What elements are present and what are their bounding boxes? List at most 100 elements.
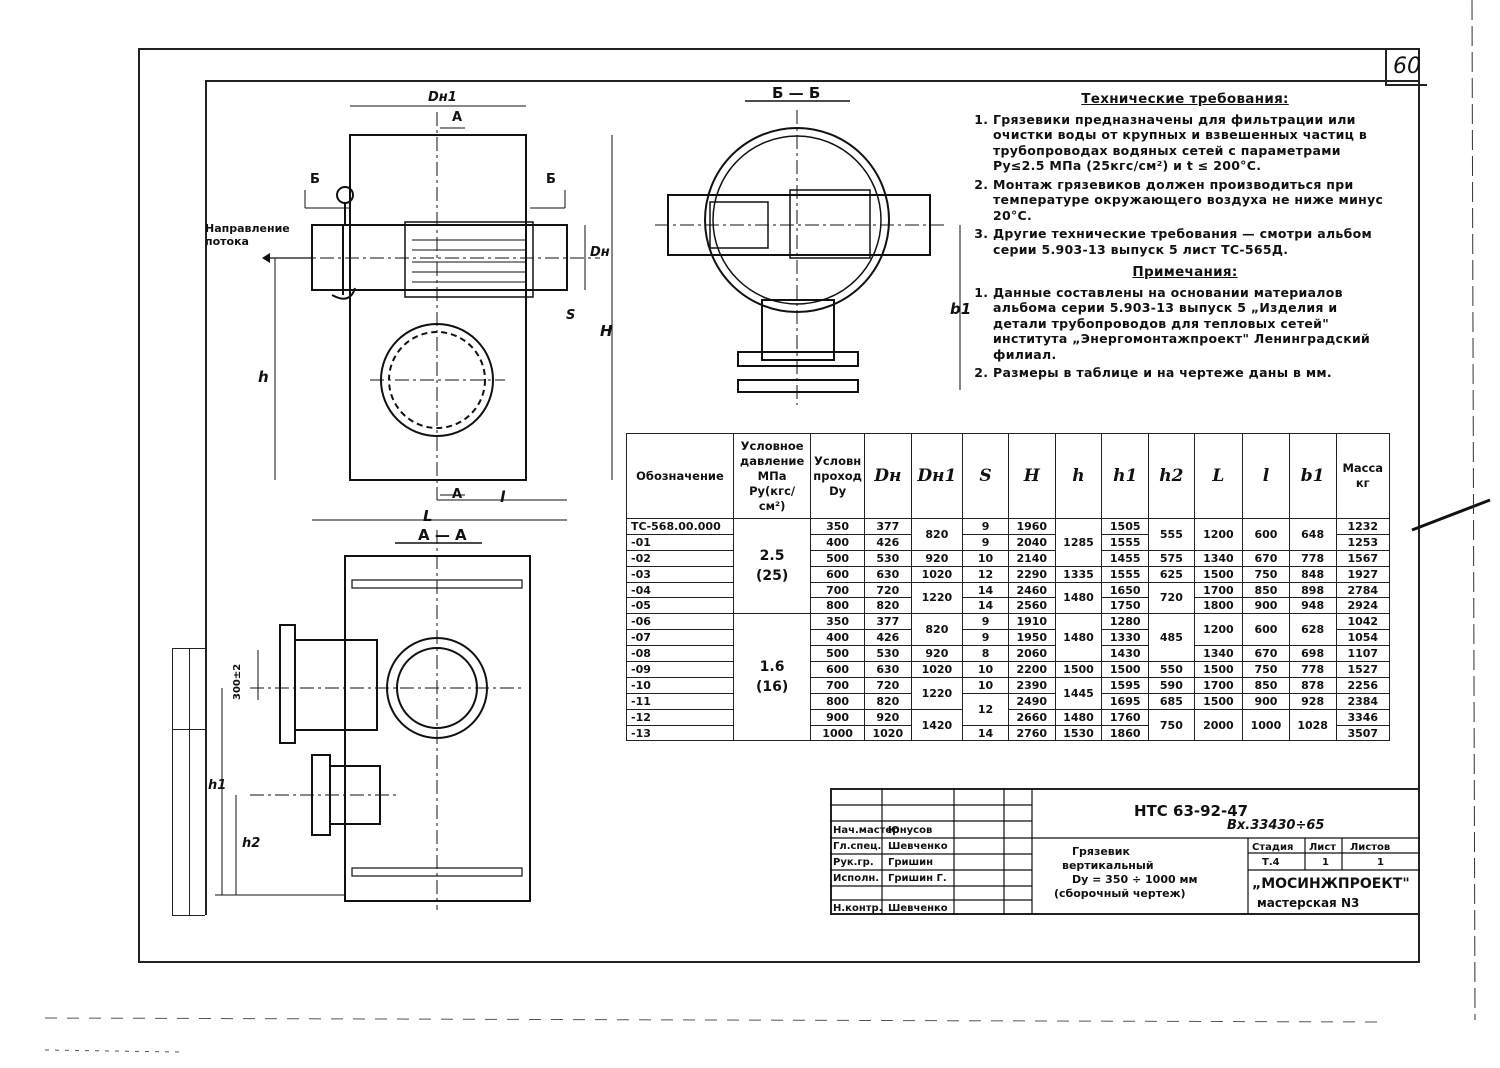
h2-cell: 575: [1148, 549, 1195, 567]
mass-cell: 2784: [1335, 581, 1390, 599]
role-cell: Гл.спец.: [833, 841, 882, 852]
dn1-cell: 820: [910, 613, 964, 647]
h2-cell: 685: [1148, 692, 1195, 710]
dn1-cell: 1020: [910, 661, 964, 678]
h1-cell: 1760: [1101, 708, 1150, 726]
b1-cell: 1028: [1288, 708, 1337, 742]
L-cell: 1340: [1193, 549, 1244, 567]
note-item: Размеры в таблице и на чертеже даны в мм…: [993, 365, 1395, 381]
b1-cell: 848: [1288, 565, 1337, 583]
label-h-cap: H: [600, 322, 613, 340]
title-line: вертикальный: [1062, 859, 1154, 872]
dy-cell: 700: [810, 676, 865, 694]
organization: „МОСИНЖПРОЕКТ": [1252, 876, 1410, 892]
mass-cell: 1107: [1335, 645, 1390, 663]
h2-cell: 720: [1148, 581, 1195, 615]
h2-cell: 625: [1148, 565, 1195, 583]
L-cell: 1200: [1193, 518, 1244, 551]
view-bb-title: Б — Б: [772, 84, 821, 102]
designation-cell: -10: [626, 676, 734, 694]
pressure-mpa: 1.6: [759, 659, 785, 676]
stage-header: Стадия: [1252, 842, 1294, 853]
dn-cell: 820: [863, 597, 912, 615]
mass-cell: 1527: [1335, 661, 1390, 678]
dy-cell: 800: [810, 692, 865, 710]
dn-cell: 426: [863, 629, 912, 647]
mass-cell: 1232: [1335, 518, 1390, 535]
h1-cell: 1500: [1101, 661, 1150, 678]
designation-cell: -08: [626, 645, 734, 663]
col-header-h2: h2: [1148, 433, 1195, 519]
requirement-item: Другие технические требования — смотри а…: [993, 226, 1395, 257]
b1-cell: 698: [1288, 645, 1337, 663]
dn-cell: 426: [863, 533, 912, 551]
label-s: S: [566, 308, 576, 323]
col-header-b1: b1: [1288, 433, 1337, 519]
dn1-cell: 920: [910, 549, 964, 567]
h-cell: 1335: [1054, 565, 1103, 583]
s-cell: 9: [962, 518, 1009, 535]
designation-cell: -04: [626, 581, 734, 599]
L-cell: 1200: [1193, 613, 1244, 647]
L-cell: 2000: [1193, 708, 1244, 742]
h2-cell: 750: [1148, 708, 1195, 742]
b1-cell: 628: [1288, 613, 1337, 647]
h1-cell: 1555: [1101, 565, 1150, 583]
col-header-dn1: Dн1: [910, 433, 964, 519]
pressure-mpa: 2.5: [759, 548, 785, 565]
h-cell: 1480: [1054, 613, 1103, 663]
h-cell: 1480: [1054, 708, 1103, 726]
b1-cell: 778: [1288, 661, 1337, 678]
stage-value: Т.4: [1262, 857, 1280, 868]
label-h2: h2: [242, 836, 261, 851]
designation-cell: -06: [626, 613, 734, 631]
dn-cell: 720: [863, 581, 912, 599]
h1-cell: 1280: [1101, 613, 1150, 631]
title-block-grid: [830, 788, 1420, 915]
dn1-cell: 1220: [910, 676, 964, 710]
mass-cell: 3507: [1335, 724, 1390, 742]
mass-cell: 1567: [1335, 549, 1390, 567]
dn1-cell: 920: [910, 645, 964, 663]
H-cell: 2290: [1007, 565, 1056, 583]
label-b1: b1: [950, 300, 972, 318]
role-cell: Н.контр.: [833, 903, 883, 914]
pressure-kgs: (16): [755, 679, 789, 696]
l-cell: 670: [1242, 549, 1290, 567]
H-cell: 2060: [1007, 645, 1056, 663]
pressure-cell: 2.5(25): [732, 517, 812, 615]
label-section-a-top: А: [452, 110, 463, 125]
s-cell: 10: [962, 661, 1009, 678]
H-cell: 1910: [1007, 613, 1056, 631]
mass-cell: 1253: [1335, 533, 1390, 551]
dn-cell: 720: [863, 676, 912, 694]
h1-cell: 1860: [1101, 724, 1150, 742]
label-l: l: [500, 488, 506, 506]
dn-cell: 377: [863, 518, 912, 535]
title-code: НТС 63-92-47: [1134, 802, 1249, 820]
L-cell: 1500: [1193, 565, 1244, 583]
h-cell: 1480: [1054, 581, 1103, 615]
sheets-value: 1: [1377, 857, 1384, 868]
H-cell: 2490: [1007, 692, 1056, 710]
L-cell: 1700: [1193, 676, 1244, 694]
requirements-title: Технические требования:: [1081, 91, 1289, 107]
dn-cell: 1020: [863, 724, 912, 742]
label-gap: 300±2: [232, 663, 243, 700]
mass-cell: 2256: [1335, 676, 1390, 694]
name-cell: Юнусов: [888, 825, 933, 836]
sheet-value: 1: [1322, 857, 1329, 868]
col-header-H: H: [1007, 433, 1056, 519]
col-header-h: h: [1054, 433, 1103, 519]
dy-cell: 400: [810, 533, 865, 551]
dy-cell: 350: [810, 518, 865, 535]
designation-cell: -07: [626, 629, 734, 647]
title-block: НТС 63-92-47 Вх.33430÷65 Нач.мастер Гл.с…: [830, 788, 1420, 915]
label-l-cap: L: [423, 507, 433, 525]
mass-cell: 3346: [1335, 708, 1390, 726]
dy-cell: 400: [810, 629, 865, 647]
